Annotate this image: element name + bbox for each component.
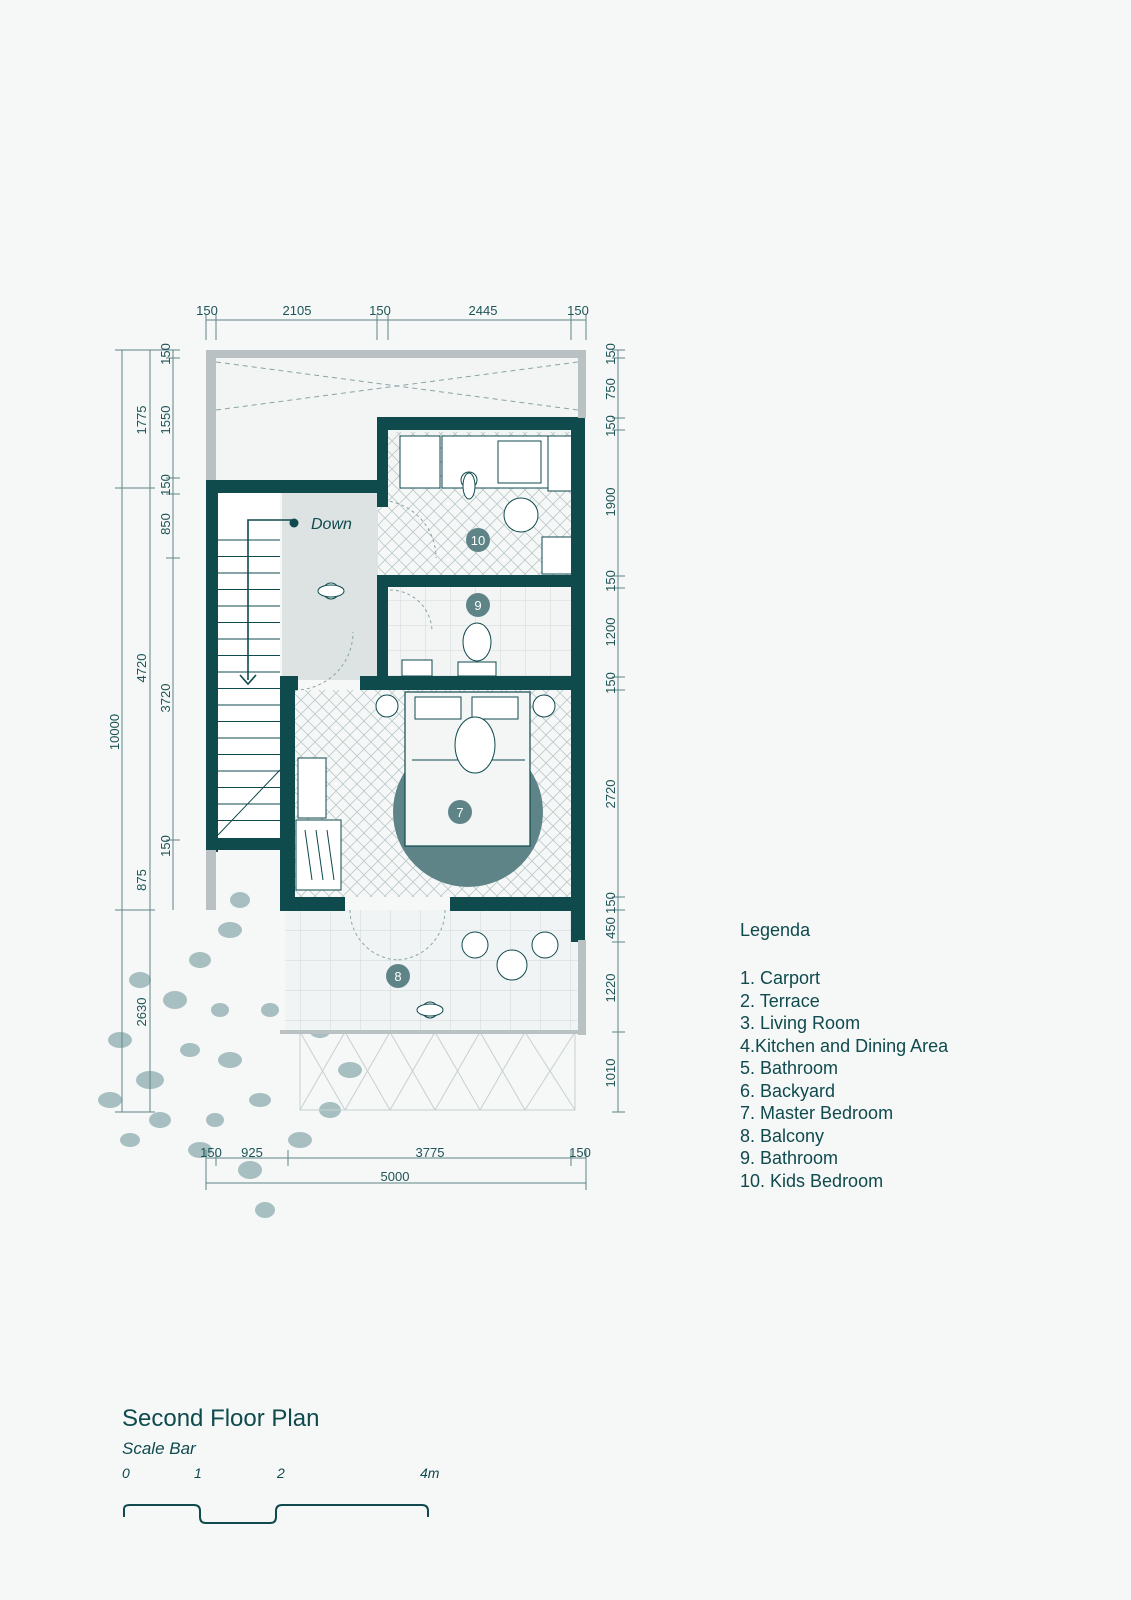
void-lines	[215, 361, 579, 411]
left-dimensions: 1775 4720 875 2630 10000 150 1550 150 85…	[107, 343, 173, 1026]
dim-right-4: 1900	[603, 488, 618, 517]
dim-right-6: 1200	[603, 618, 618, 647]
scale-tick-0: 0	[122, 1465, 130, 1481]
dim-bottom-3: 3775	[416, 1145, 445, 1160]
dim-top-4: 2445	[469, 303, 498, 318]
bottom-dimensions: 150 925 3775 150 5000	[200, 1145, 591, 1184]
dim-right-11: 1220	[603, 974, 618, 1003]
dim-left-2: 4720	[134, 654, 149, 683]
svg-text:10: 10	[471, 533, 485, 548]
legend-item: 7. Master Bedroom	[740, 1103, 894, 1123]
dim-left-inner-4: 850	[158, 513, 173, 535]
dim-left-inner-3: 150	[158, 474, 173, 496]
scale-bar-line	[123, 1504, 429, 1524]
dim-top-1: 150	[196, 303, 218, 318]
legend: Legenda 1. Carport 2. Terrace 3. Living …	[740, 920, 948, 1192]
scale-tick-2: 2	[277, 1465, 285, 1481]
stair-area	[218, 492, 280, 839]
dim-left-4: 2630	[134, 998, 149, 1027]
top-dimensions: 150 2105 150 2445 150	[196, 303, 589, 318]
dim-right-5: 150	[603, 570, 618, 592]
svg-text:8: 8	[394, 969, 401, 984]
title-block: Second Floor Plan Scale Bar	[122, 1405, 319, 1459]
stair-treads	[217, 539, 281, 836]
nightstands	[375, 694, 556, 718]
dim-top-3: 150	[369, 303, 391, 318]
dim-top-5: 150	[567, 303, 589, 318]
dim-left-3: 875	[134, 869, 149, 891]
dim-right-3: 150	[603, 415, 618, 437]
legend-item: 10. Kids Bedroom	[740, 1170, 884, 1191]
scale-bar-label: Scale Bar	[122, 1439, 196, 1458]
svg-text:7: 7	[456, 805, 463, 820]
dim-right-2: 750	[603, 378, 618, 400]
stair-label: Down	[311, 516, 352, 533]
svg-text:9: 9	[474, 598, 481, 613]
dim-left-inner-5: 3720	[158, 684, 173, 713]
dim-left-1: 1775	[134, 406, 149, 435]
dim-bottom-2: 925	[241, 1145, 263, 1160]
door-swings	[294, 499, 446, 961]
dimension-lines	[115, 314, 625, 1190]
dim-right-9: 150	[603, 892, 618, 914]
scale-tick-4: 4m	[420, 1465, 440, 1481]
scale-bar: 0 1 2 4m	[118, 1465, 448, 1525]
legend-item: 4.Kitchen and Dining Area	[740, 1035, 949, 1056]
legend-item: 6. Backyard	[740, 1080, 836, 1101]
stair-start-dot	[289, 518, 299, 528]
walls	[206, 417, 585, 942]
person-figures	[317, 471, 496, 1019]
room-marker-9: 9	[466, 593, 490, 617]
dim-top-2: 2105	[283, 303, 312, 318]
legend-item: 5. Bathroom	[740, 1058, 839, 1078]
stair-break-line	[217, 769, 281, 836]
dim-left-inner-6: 150	[158, 835, 173, 857]
outer-shell	[206, 350, 586, 1035]
dim-right-12: 1010	[603, 1059, 618, 1088]
legend-item: 2. Terrace	[740, 990, 820, 1011]
legend-item: 1. Carport	[740, 968, 821, 988]
dim-right-10: 450	[603, 917, 618, 939]
legend-list: 1. Carport 2. Terrace 3. Living Room 4.K…	[740, 967, 948, 1192]
dim-right-8: 2720	[603, 780, 618, 809]
balcony-furniture	[461, 931, 559, 981]
bathroom-fixtures	[401, 622, 497, 677]
dim-overall-width: 5000	[381, 1169, 410, 1184]
dim-bottom-1: 150	[200, 1145, 222, 1160]
dim-left-inner-2: 1550	[158, 406, 173, 435]
wardrobe	[295, 757, 342, 891]
plan-title: Second Floor Plan	[122, 1405, 320, 1432]
stair-arrow	[239, 519, 292, 686]
dim-left-inner-1: 150	[158, 343, 173, 365]
scale-tick-1: 1	[194, 1465, 202, 1481]
room-marker-8: 8	[386, 964, 410, 988]
room-marker-10: 10	[466, 528, 490, 552]
dim-right-1: 150	[603, 343, 618, 365]
legend-item: 8. Balcony	[740, 1125, 825, 1146]
dim-bottom-4: 150	[569, 1145, 591, 1160]
room-marker-7: 7	[448, 800, 472, 824]
legend-item: 9. Bathroom	[740, 1148, 839, 1168]
right-dimensions: 150 750 150 1900 150 1200 150 2720 150 4…	[603, 343, 618, 1087]
dim-right-7: 150	[603, 672, 618, 694]
legend-title: Legenda	[740, 920, 811, 940]
legend-item: 3. Living Room	[740, 1013, 861, 1033]
dim-left-overall: 10000	[107, 714, 122, 750]
tree-foliage	[98, 892, 375, 1218]
